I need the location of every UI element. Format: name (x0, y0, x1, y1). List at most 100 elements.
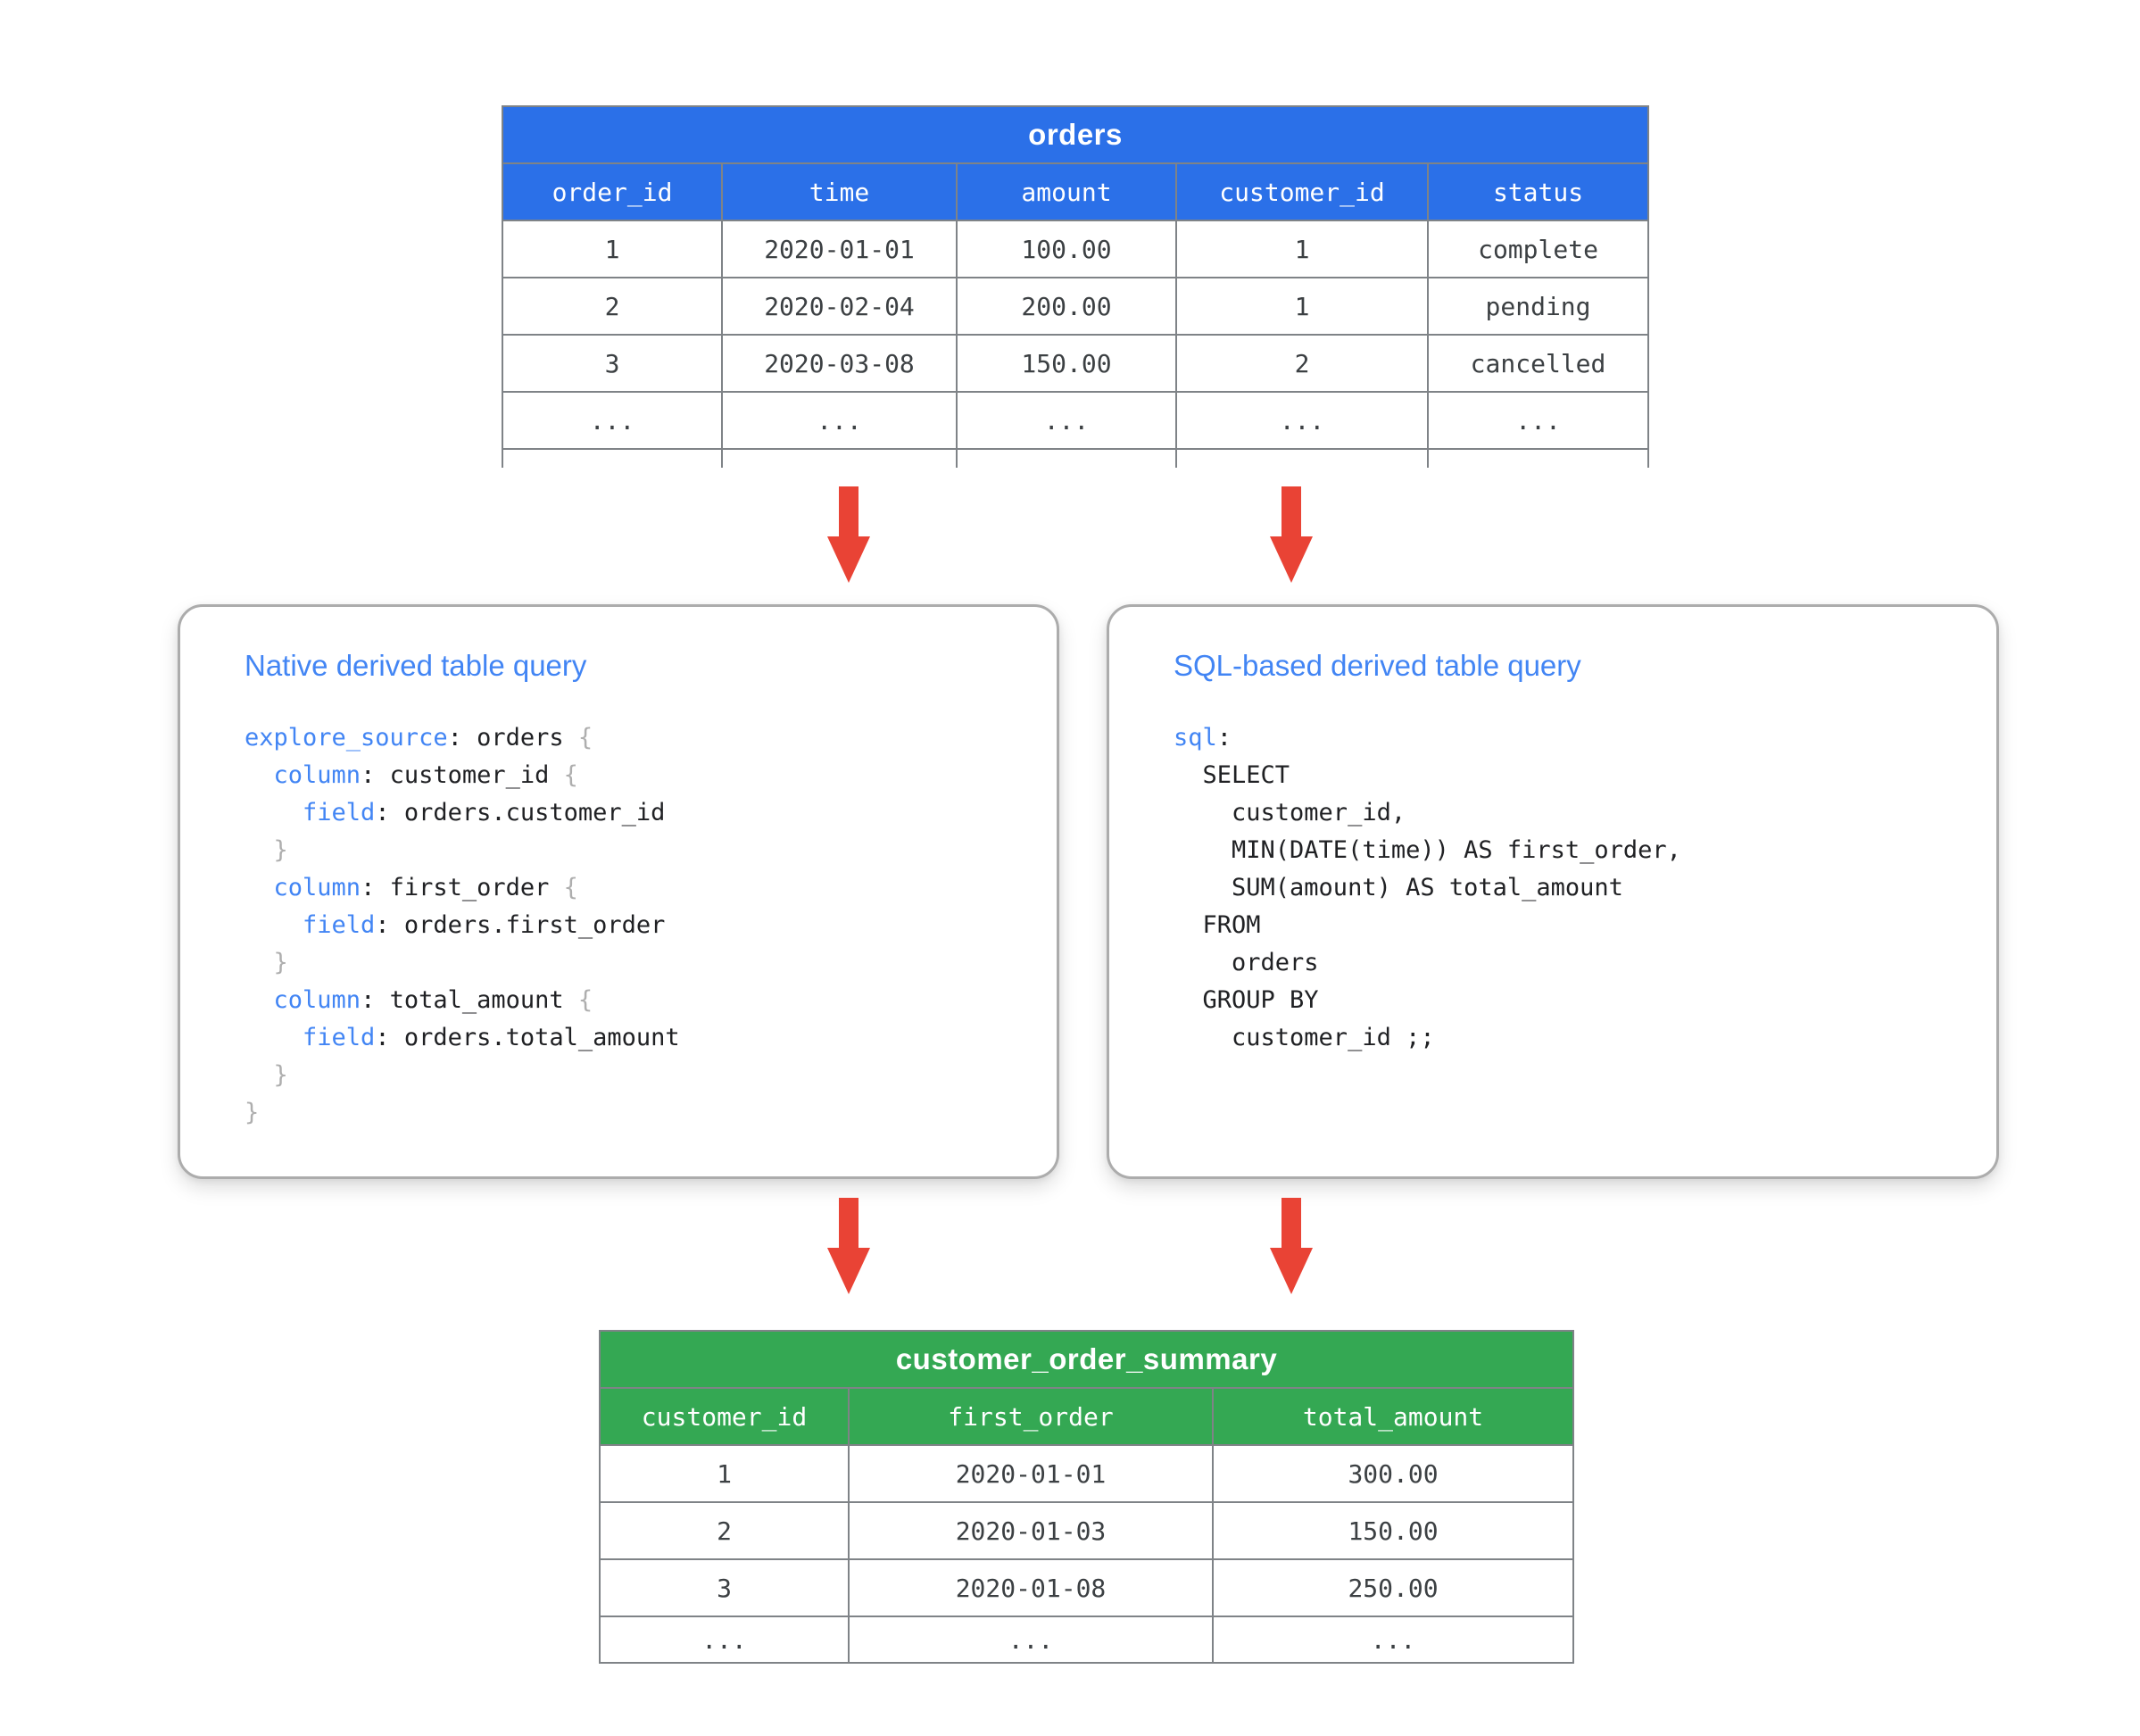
table-cell: 150.00 (1211, 1501, 1575, 1560)
down-arrow-icon (1270, 1198, 1313, 1294)
arrow-head (827, 536, 870, 583)
code-line: column: first_order { (273, 874, 578, 901)
code-line: orders (1174, 949, 1319, 976)
table-cell: cancelled (1426, 334, 1650, 393)
code-line: MIN(DATE(time)) AS first_order, (1174, 836, 1681, 864)
code-line: field: orders.customer_id (303, 799, 666, 826)
code-line: sql: (1174, 724, 1232, 752)
column-header: status (1426, 162, 1650, 221)
arrow-stem (1282, 1198, 1301, 1248)
table-cell: 250.00 (1211, 1558, 1575, 1617)
down-arrow-icon (827, 486, 870, 583)
code-line: field: orders.first_order (303, 911, 666, 939)
native-box-title: Native derived table query (245, 649, 587, 682)
table-cell (956, 448, 1177, 468)
table-cell: ... (1175, 391, 1429, 450)
code-line: column: total_amount { (273, 986, 593, 1014)
sql-derived-table-query-box: SQL-based derived table query sql: SELEC… (1107, 604, 1999, 1179)
table-cell: complete (1426, 220, 1650, 278)
table-cell: 300.00 (1211, 1444, 1575, 1503)
column-header: amount (956, 162, 1177, 221)
table-cell: 1 (599, 1444, 850, 1503)
column-header: total_amount (1211, 1387, 1575, 1446)
column-header: customer_id (599, 1387, 850, 1446)
code-line: column: customer_id { (273, 761, 578, 789)
table-cell: 1 (1175, 220, 1429, 278)
sql-box-title: SQL-based derived table query (1174, 649, 1581, 682)
native-box-code: explore_source: orders { column: custome… (245, 719, 680, 1132)
table-cell (721, 448, 958, 468)
summary-table-title: customer_order_summary (598, 1330, 1575, 1389)
table-cell: ... (599, 1616, 850, 1664)
arrow-stem (839, 1198, 858, 1248)
code-line: GROUP BY (1174, 986, 1319, 1014)
column-header: first_order (848, 1387, 1214, 1446)
table-cell (1426, 448, 1650, 468)
code-line: customer_id, (1174, 799, 1406, 826)
table-cell: 2020-02-04 (721, 277, 958, 336)
down-arrow-icon (1270, 486, 1313, 583)
table-cell: 3 (599, 1558, 850, 1617)
arrow-stem (839, 486, 858, 536)
table-row: ......... (599, 1616, 1575, 1664)
table-cell: ... (502, 391, 723, 450)
column-header: order_id (502, 162, 723, 221)
code-line: explore_source: orders { (245, 724, 593, 752)
table-cell: pending (1426, 277, 1650, 336)
code-line: } (273, 1061, 288, 1089)
table-cell: 150.00 (956, 334, 1177, 393)
table-cell: 3 (502, 334, 723, 393)
table-cell: 2 (502, 277, 723, 336)
code-line: } (273, 836, 288, 864)
summary-table-title-row: customer_order_summary (598, 1330, 1575, 1389)
code-line: customer_id ;; (1174, 1024, 1435, 1051)
table-cell: 2020-03-08 (721, 334, 958, 393)
table-cell: 100.00 (956, 220, 1177, 278)
table-cell: 2020-01-01 (721, 220, 958, 278)
orders-table-title-row: orders (501, 105, 1650, 164)
down-arrow-icon (827, 1198, 870, 1294)
code-line: } (245, 1099, 260, 1126)
sql-box-code: sql: SELECT customer_id, MIN(DATE(time))… (1174, 719, 1681, 1057)
arrow-head (1270, 1248, 1313, 1294)
table-cell: ... (956, 391, 1177, 450)
native-derived-table-query-box: Native derived table query explore_sourc… (178, 604, 1059, 1179)
column-header: customer_id (1175, 162, 1429, 221)
table-cell: 2020-01-03 (848, 1501, 1214, 1560)
code-line: field: orders.total_amount (303, 1024, 680, 1051)
arrow-stem (1282, 486, 1301, 536)
table-cell: 2020-01-01 (848, 1444, 1214, 1503)
table-cell: ... (721, 391, 958, 450)
code-line: SELECT (1174, 761, 1290, 789)
code-line: SUM(amount) AS total_amount (1174, 874, 1623, 901)
table-cell (1175, 448, 1429, 468)
table-cell: 1 (502, 220, 723, 278)
table-cell: 1 (1175, 277, 1429, 336)
orders-table-title: orders (501, 105, 1650, 164)
table-cell: 2 (1175, 334, 1429, 393)
table-cell (502, 448, 723, 468)
arrow-head (827, 1248, 870, 1294)
table-cell: 200.00 (956, 277, 1177, 336)
truncated-row (502, 448, 1650, 468)
code-line: } (273, 949, 288, 976)
table-row: ............... (502, 391, 1650, 450)
arrow-head (1270, 536, 1313, 583)
table-cell: ... (1426, 391, 1650, 450)
column-header: time (721, 162, 958, 221)
table-cell: ... (848, 1616, 1214, 1664)
code-line: FROM (1174, 911, 1261, 939)
table-cell: 2 (599, 1501, 850, 1560)
table-cell: 2020-01-08 (848, 1558, 1214, 1617)
